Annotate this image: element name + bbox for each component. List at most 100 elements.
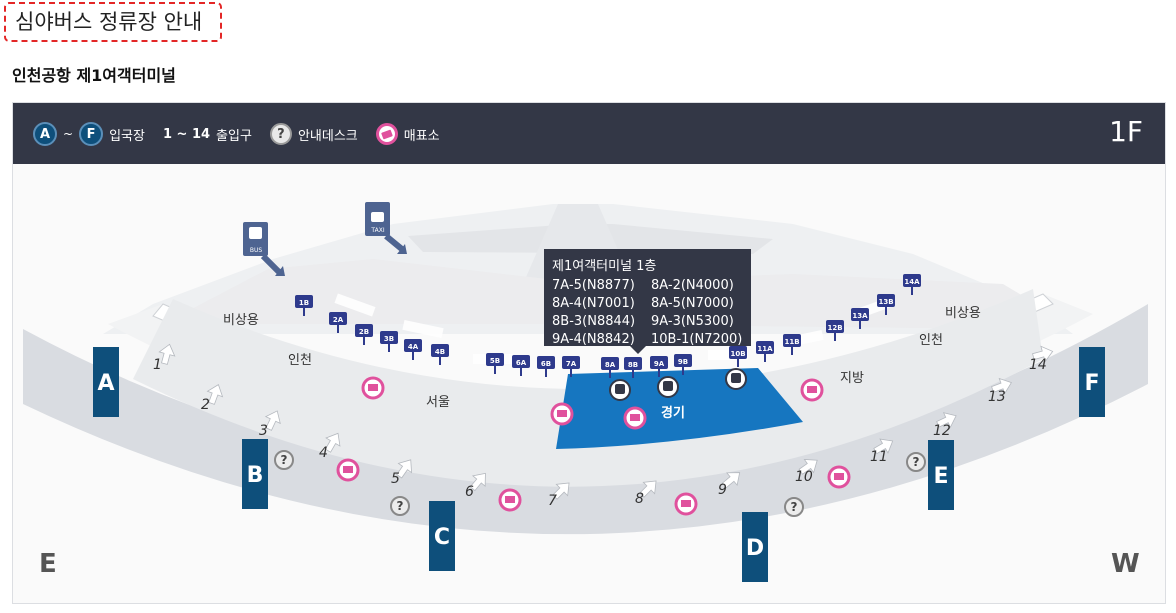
page-title: 심야버스 정류장 안내 [4,2,222,42]
bus-stop-sign[interactable]: 12B [826,320,844,341]
exit-number-label: 8 [635,491,644,507]
bus-stop-sign-label: 12B [827,324,842,332]
exit-2: 2 [201,384,224,413]
bus-stop-sign[interactable]: 1B [295,295,313,316]
tooltip-stop: 8B-3(N8844) [552,314,636,329]
svg-text:BUS: BUS [250,247,263,254]
bus-stop-sign[interactable]: 14A [903,274,921,295]
bus-stop-sign[interactable]: 6B [537,356,555,377]
zone-label-incheon-right: 인천 [919,333,943,348]
exit-number-label: 12 [933,423,951,439]
bus-stop-sign[interactable]: 4B [431,344,449,365]
bus-stop-sign[interactable]: 7A [562,356,580,377]
tooltip-stop: 9A-3(N5300) [651,314,734,329]
exit-number-label: 9 [718,482,727,498]
floor-label: 1F [1109,115,1143,148]
bus-stop-sign[interactable]: 8B [624,357,642,378]
bus-stop-sign-label: 5B [490,357,500,365]
bus-stop-marker-icons [609,368,747,401]
legend-row: A ~ F 입국장 1 ~ 14 출입구 ? 안내데스크 매표소 [33,121,458,147]
outer-concourse [23,304,1148,535]
svg-text:C: C [434,525,450,550]
tooltip-stop: 8A-4(N7001) [552,296,635,311]
bus-stop-sign-label: 13A [852,312,868,320]
bus-stop-sign[interactable]: 8A [601,357,619,378]
legend-tilde: ~ [63,127,74,141]
ticket-office-icon [550,402,574,426]
exit-12: 12 [933,412,957,439]
help-desk-icon: ? [390,496,410,516]
bus-stop-sign-label: 6B [541,360,551,368]
help-desk-icon: ? [269,123,292,145]
exit-number-label: 6 [465,484,474,500]
svg-text:E: E [933,464,948,489]
zone-label-seoul: 서울 [426,395,450,410]
svg-text:?: ? [791,500,798,514]
svg-text:D: D [746,536,764,561]
bus-stop-sign[interactable]: 4A [404,339,422,360]
exit-number-label: 13 [988,389,1006,405]
exit-7: 7 [548,482,570,509]
bus-stop-sign[interactable]: 10B [729,346,747,367]
help-desk-icon: ? [906,452,926,472]
exit-8: 8 [635,480,657,507]
bus-stop-sign[interactable]: 13B [877,294,895,315]
terminal-floor-map: 비상용 인천 서울 경기 지방 인천 비상용 BUS TAXI 1B2A2B3B… [13,164,1165,603]
terminal-map-panel: A ~ F 입국장 1 ~ 14 출입구 ? 안내데스크 매표소 1F [12,102,1166,604]
legend-bar: A ~ F 입국장 1 ~ 14 출입구 ? 안내데스크 매표소 1F [13,103,1165,164]
bus-stop-sign-label: 4B [435,348,445,356]
arrival-gate-c: C [429,501,455,571]
bus-stop-sign-label: 9A [654,360,665,368]
bus-stop-sign[interactable]: 5B [486,353,504,374]
bus-stop-sign-label: 3B [384,335,394,343]
compass-west: W [1111,549,1140,579]
bus-stop-sign-label: 11A [757,345,773,353]
bus-stop-sign[interactable]: 9A [650,356,668,377]
zone-label-incheon-left: 인천 [288,353,312,368]
exit-14: 14 [1029,345,1054,373]
taxi-icon: TAXI [365,202,407,254]
tooltip-stop: 9A-4(N8842) [552,332,635,347]
bus-stop-sign[interactable]: 2B [355,324,373,345]
bus-stop-sign[interactable]: 13A [851,308,869,329]
zone-label-local: 지방 [840,371,864,386]
tooltip-stop-list: 7A-5(N8877) 8A-2(N4000) 8A-4(N7001) 8A-5… [552,277,743,348]
exit-number-label: 11 [870,449,888,465]
ticket-office-icon [827,465,851,489]
bus-stop-sign[interactable]: 2A [329,312,347,333]
arrival-gate-d: D [742,512,768,582]
tooltip-stop: 8A-5(N7000) [651,296,734,311]
bus-icon: BUS [243,222,285,277]
svg-text:F: F [1084,371,1099,396]
arrival-gate-f: F [1079,347,1105,417]
bus-stop-sign[interactable]: 11A [756,341,774,362]
svg-text:?: ? [913,455,920,469]
exit-number-label: 10 [795,469,813,485]
bus-stop-sign-label: 1B [299,299,309,307]
ticket-office-icon [375,123,398,145]
ticket-office-icon [623,406,647,430]
zone-label-gyeonggi: 경기 [661,405,685,421]
zone-label-emergency-left: 비상용 [223,313,259,328]
exit-number-label: 4 [319,445,328,461]
bus-stop-sign-label: 2A [333,316,344,324]
stop-signs-group: 1B 2A 2B 3B 4A 4B 5B 6A 6B 7A 8A 8B 9A 9B 10B 11A 11B 12B… [295,274,921,378]
bus-stop-sign[interactable]: 9B [674,354,692,375]
bus-stop-sign[interactable]: 3B [380,331,398,352]
bus-stop-sign-label: 8A [605,361,616,369]
exit-4: 4 [319,432,341,461]
svg-text:A: A [97,371,114,396]
bus-stop-sign-label: 14A [904,278,920,286]
bus-stop-sign[interactable]: 6A [512,355,530,376]
legend-gate-end-icon: F [79,122,104,146]
exit-6: 6 [465,472,486,500]
legend-exit-label: 출입구 [216,128,252,144]
bus-stop-sign[interactable]: 11B [783,334,801,355]
help-desk-icon: ? [274,450,294,470]
exit-number-label: 14 [1029,357,1047,373]
svg-text:?: ? [397,499,404,513]
terminal-subtitle: 인천공항 제1여객터미널 [12,66,176,85]
bus-stop-sign-label: 9B [678,358,688,366]
help-desk-icon: ? [784,497,804,517]
